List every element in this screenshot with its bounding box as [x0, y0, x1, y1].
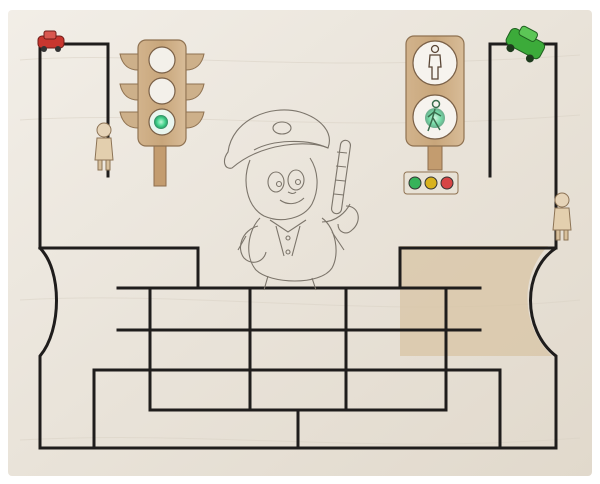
- pedestrian-figure-right: [552, 192, 572, 241]
- green-toy-car: [505, 25, 546, 63]
- walking-pedestrian-icon: [427, 99, 442, 132]
- standing-pedestrian-icon: [428, 44, 442, 80]
- plywood-board: [8, 10, 592, 476]
- mini-red-light: [440, 176, 454, 190]
- mini-green-light: [408, 176, 422, 190]
- red-toy-car: [37, 30, 65, 52]
- light-top-off: [148, 46, 176, 74]
- light-green-glow: [154, 115, 168, 129]
- mini-yellow-light: [424, 176, 438, 190]
- traffic-light-vehicle: [119, 39, 205, 187]
- policeman-engraving: [223, 109, 359, 291]
- light-middle-off: [148, 77, 176, 105]
- traffic-light-pedestrian: [403, 35, 465, 195]
- outer-path: [37, 42, 558, 450]
- pedestrian-figure-left: [94, 122, 114, 171]
